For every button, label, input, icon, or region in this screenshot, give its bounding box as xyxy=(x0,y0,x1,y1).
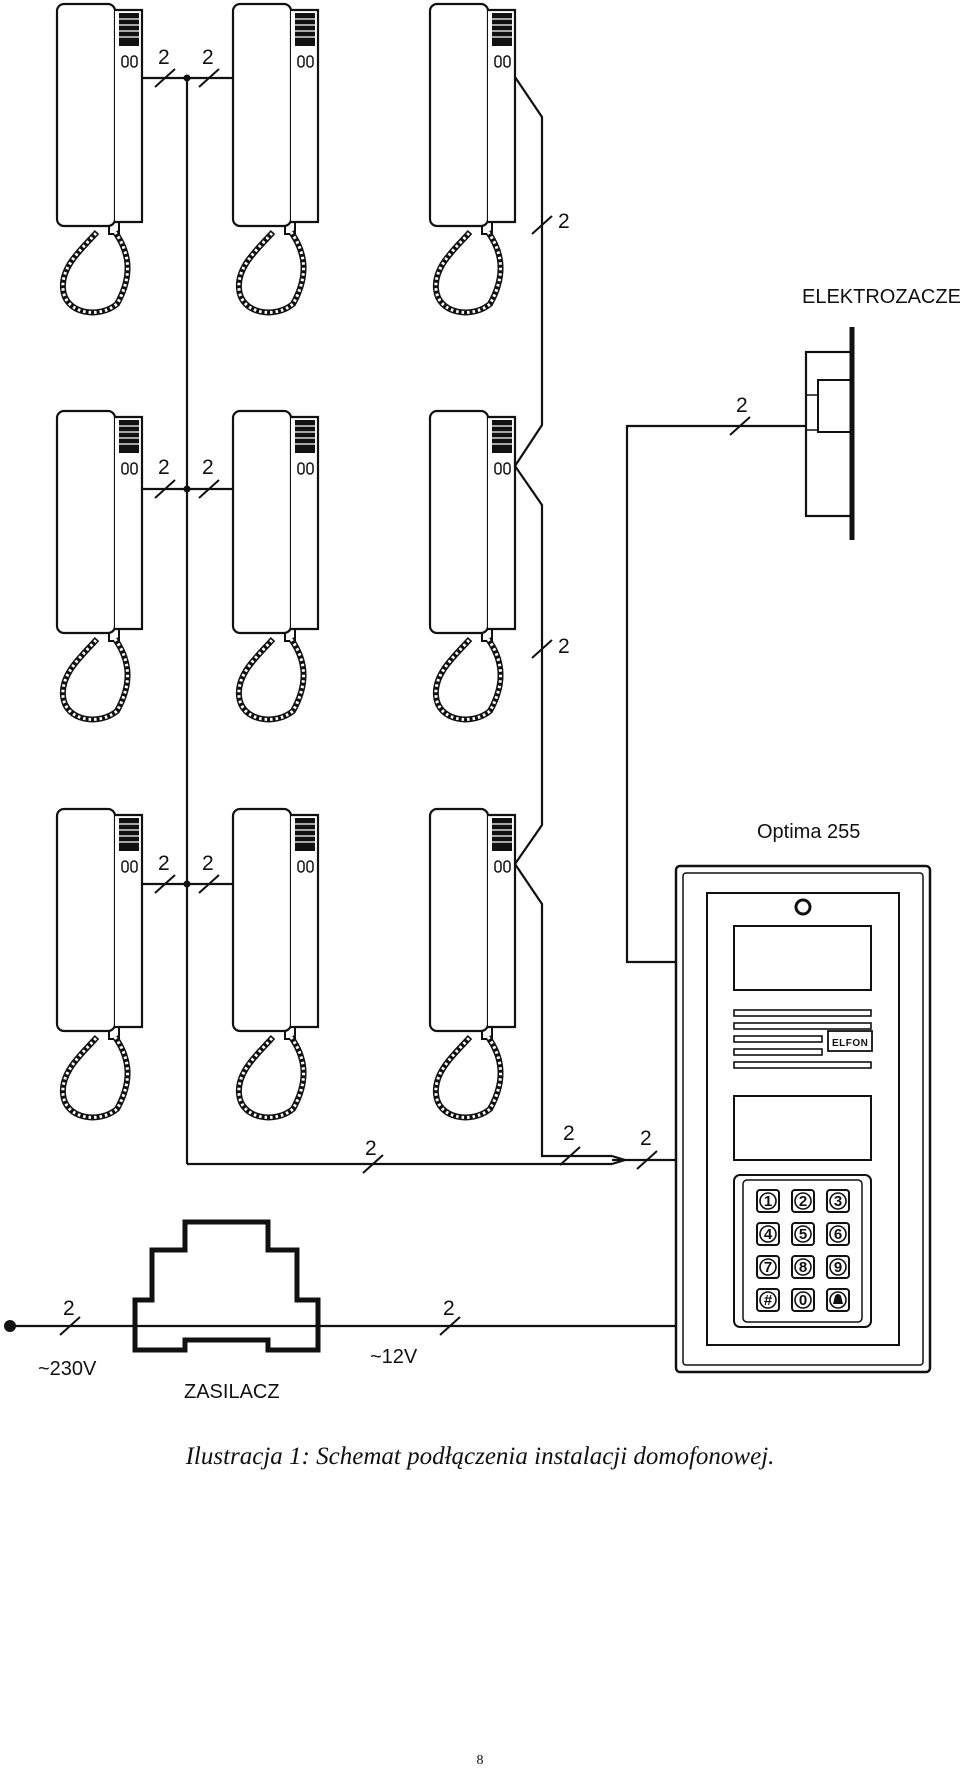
svg-text:4: 4 xyxy=(764,1226,773,1243)
wire-count-label: 2 xyxy=(640,1127,652,1150)
wire-count-label: 2 xyxy=(158,46,170,69)
svg-text:1: 1 xyxy=(764,1193,772,1210)
mains-terminal xyxy=(4,1320,16,1332)
svg-text:5: 5 xyxy=(799,1226,807,1243)
low-voltage-label: ~12V xyxy=(370,1346,418,1368)
handset-r2-c1 xyxy=(57,411,142,719)
figure-caption: Ilustracja 1: Schemat podłączenia instal… xyxy=(185,1443,775,1470)
wire-count-label: 2 xyxy=(202,852,214,875)
key-0: 0 xyxy=(791,1288,815,1312)
wires xyxy=(10,76,806,1328)
svg-text:3: 3 xyxy=(834,1193,842,1210)
camera-icon xyxy=(794,898,812,916)
key-bell xyxy=(826,1288,850,1312)
key-6: 6 xyxy=(826,1222,850,1246)
svg-text:#: # xyxy=(764,1292,773,1309)
key-7: 7 xyxy=(756,1255,780,1279)
panel-label: Optima 255 xyxy=(757,821,860,843)
handset-r3-c3 xyxy=(430,809,515,1117)
key-9: 9 xyxy=(826,1255,850,1279)
brand-logo: ELFON xyxy=(832,1038,868,1049)
key-4: 4 xyxy=(756,1222,780,1246)
wire-count-label: 2 xyxy=(365,1137,377,1160)
wire-count-label: 2 xyxy=(558,635,570,658)
page-number: 8 xyxy=(476,1753,484,1768)
wire-count-label: 2 xyxy=(158,852,170,875)
svg-text:8: 8 xyxy=(799,1259,807,1276)
key-8: 8 xyxy=(791,1255,815,1279)
power-supply: ZASILACZ xyxy=(132,1219,321,1403)
wire-count-label: 2 xyxy=(63,1297,75,1320)
handset-r1-c2 xyxy=(233,4,318,312)
door-panel: Optima 255 ELFON 1 2 3 4 5 6 7 8 9 #0 xyxy=(674,821,932,1374)
junction-dots xyxy=(183,74,191,888)
psu-label: ZASILACZ xyxy=(184,1381,280,1403)
wire-count-label: 2 xyxy=(202,456,214,479)
mains-voltage-label: ~230V xyxy=(38,1358,97,1380)
svg-text:6: 6 xyxy=(834,1226,842,1243)
handset-r3-c1 xyxy=(57,809,142,1117)
bell-icon xyxy=(833,1294,843,1304)
electric-strike: ELEKTROZACZEP xyxy=(802,286,960,540)
wire-count-ticks xyxy=(59,68,751,1336)
key-hash: # xyxy=(756,1288,780,1312)
wire-count-label: 2 xyxy=(202,46,214,69)
handset-r3-c2 xyxy=(233,809,318,1117)
handset-r1-c1 xyxy=(57,4,142,312)
svg-text:9: 9 xyxy=(834,1259,842,1276)
svg-text:7: 7 xyxy=(764,1259,772,1276)
wire-count-labels: 2 2 2 2 2 2 2 2 2 2 2 2 2 2 xyxy=(63,46,748,1320)
keypad: 1 2 3 4 5 6 7 8 9 #0 xyxy=(756,1189,850,1312)
key-3: 3 xyxy=(826,1189,850,1213)
wiring-diagram: 2 2 2 2 2 2 2 2 2 2 2 2 2 2 ELEKTROZACZE… xyxy=(4,0,960,1403)
key-2: 2 xyxy=(791,1189,815,1213)
lock-label: ELEKTROZACZEP xyxy=(802,286,960,308)
wire-count-label: 2 xyxy=(558,210,570,233)
wire-count-label: 2 xyxy=(443,1297,455,1320)
handset-r1-c3 xyxy=(430,4,515,312)
wire-count-label: 2 xyxy=(563,1122,575,1145)
svg-text:2: 2 xyxy=(799,1193,807,1210)
handset-r2-c3 xyxy=(430,411,515,719)
svg-text:0: 0 xyxy=(799,1292,807,1309)
wire-count-label: 2 xyxy=(736,394,748,417)
wire-count-label: 2 xyxy=(158,456,170,479)
key-1: 1 xyxy=(756,1189,780,1213)
handset-r2-c2 xyxy=(233,411,318,719)
key-5: 5 xyxy=(791,1222,815,1246)
